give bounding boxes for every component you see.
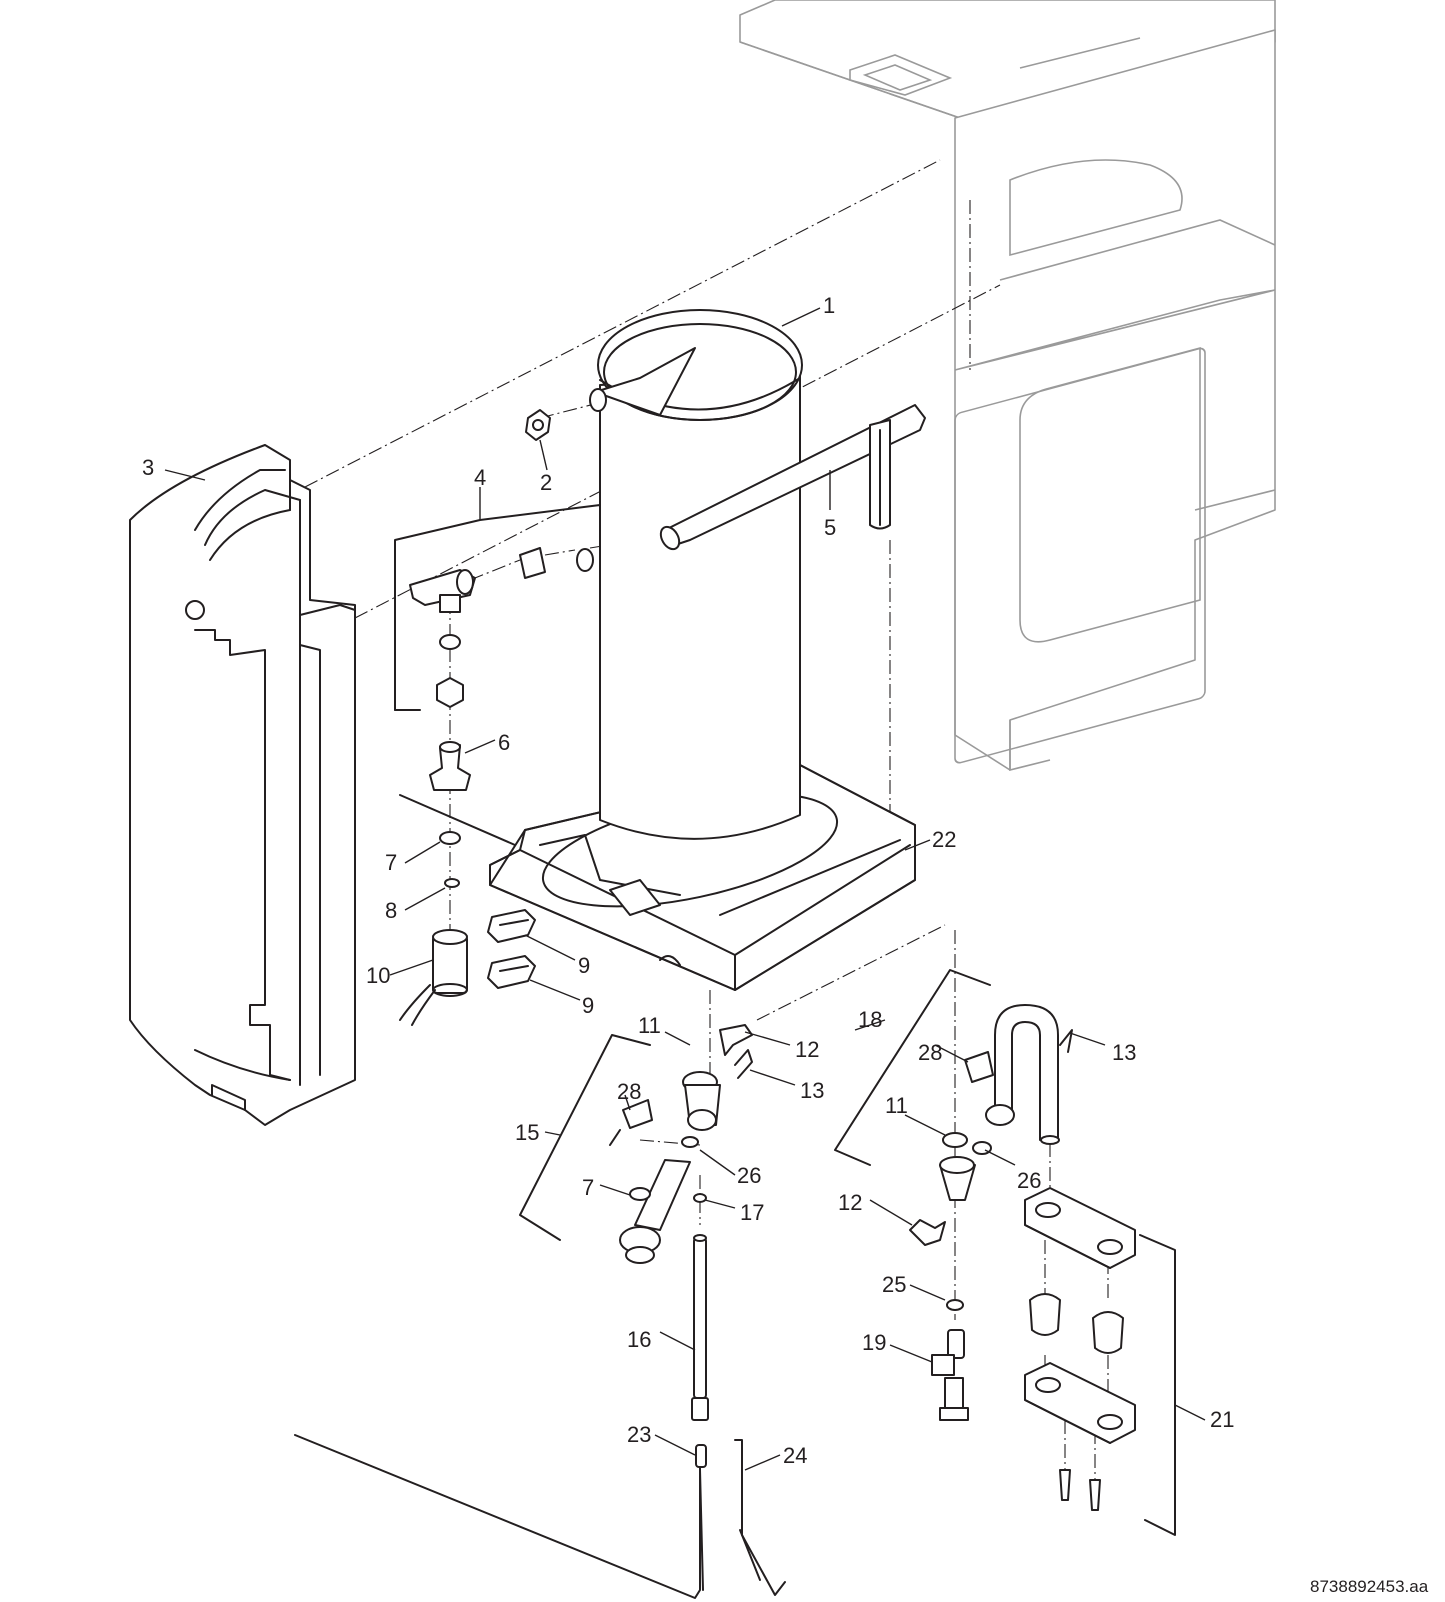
callout-19: 19 bbox=[862, 1330, 886, 1355]
part-1-vessel bbox=[589, 309, 803, 840]
part-16-tube bbox=[691, 1234, 709, 1421]
part-10-fitting-body bbox=[399, 929, 468, 1026]
callout-22: 22 bbox=[932, 827, 956, 852]
callout-26a: 26 bbox=[737, 1163, 761, 1188]
callout-15: 15 bbox=[515, 1120, 539, 1145]
callout-5: 5 bbox=[824, 515, 836, 540]
part-15-drain-group bbox=[519, 1034, 721, 1264]
part-11-ring-right bbox=[942, 1132, 968, 1148]
leader-lines bbox=[164, 307, 1206, 1471]
part-24-bracket bbox=[734, 1439, 786, 1596]
callout-7a: 7 bbox=[385, 850, 397, 875]
callout-21: 21 bbox=[1210, 1407, 1234, 1432]
part-8-seal bbox=[444, 878, 460, 888]
callout-1: 1 bbox=[823, 293, 835, 318]
callout-24: 24 bbox=[783, 1443, 807, 1468]
part-17-ring bbox=[693, 1193, 707, 1203]
callout-3: 3 bbox=[142, 455, 154, 480]
part-9-clip-upper bbox=[487, 909, 536, 943]
callout-17: 17 bbox=[740, 1200, 764, 1225]
callout-28b: 28 bbox=[918, 1040, 942, 1065]
part-18-siphon-group bbox=[834, 969, 1060, 1201]
callout-11a: 11 bbox=[638, 1013, 661, 1038]
callout-8: 8 bbox=[385, 898, 397, 923]
part-13-pin-right bbox=[1059, 1029, 1073, 1053]
part-4-fitting-group bbox=[394, 504, 601, 711]
part-3-insulation-shell bbox=[129, 444, 356, 1126]
part-23-sensor bbox=[294, 1434, 707, 1599]
part-26-seal-left bbox=[681, 1136, 699, 1148]
part-25-ring bbox=[946, 1299, 964, 1311]
callout-9a: 9 bbox=[578, 953, 590, 978]
document-id: 8738892453.aa bbox=[1310, 1577, 1429, 1596]
part-28-clip-left bbox=[609, 1099, 653, 1146]
callout-2: 2 bbox=[540, 470, 552, 495]
part-21-bracket-group bbox=[1024, 1187, 1176, 1536]
part-2-plug bbox=[525, 409, 551, 441]
callout-4: 4 bbox=[474, 465, 486, 490]
callout-13a: 13 bbox=[800, 1078, 824, 1103]
part-28-clip-right bbox=[964, 1051, 994, 1083]
part-5-rod bbox=[659, 404, 926, 551]
callout-9b: 9 bbox=[582, 993, 594, 1018]
part-12-clip-right bbox=[909, 1219, 946, 1246]
appliance-housing bbox=[739, 0, 1276, 772]
part-22-base-tray bbox=[489, 764, 916, 991]
part-9-clip-lower bbox=[487, 955, 536, 989]
callout-18: 18 bbox=[858, 1007, 882, 1032]
part-19-sensor bbox=[931, 1329, 969, 1421]
part-6-adapter bbox=[429, 741, 471, 791]
callout-23: 23 bbox=[627, 1422, 651, 1447]
callout-26b: 26 bbox=[1017, 1168, 1041, 1193]
callout-12a: 12 bbox=[795, 1037, 819, 1062]
part-7-seal-upper bbox=[439, 831, 461, 845]
callout-10: 10 bbox=[366, 963, 390, 988]
callout-labels: 1 2 3 4 5 6 7 7 8 9 9 10 11 11 12 12 13 … bbox=[142, 293, 1429, 1596]
callout-13b: 13 bbox=[1112, 1040, 1136, 1065]
callout-11b: 11 bbox=[885, 1093, 908, 1118]
part-13-pin-left bbox=[734, 1049, 753, 1079]
callout-12b: 12 bbox=[838, 1190, 862, 1215]
callout-25: 25 bbox=[882, 1272, 906, 1297]
callout-7b: 7 bbox=[582, 1175, 594, 1200]
callout-6: 6 bbox=[498, 730, 510, 755]
callout-28a: 28 bbox=[617, 1079, 641, 1104]
part-12-clip-left bbox=[719, 1024, 753, 1056]
callout-16: 16 bbox=[627, 1327, 651, 1352]
sensor-cable bbox=[399, 794, 516, 846]
part-7-seal-lower bbox=[629, 1187, 651, 1201]
